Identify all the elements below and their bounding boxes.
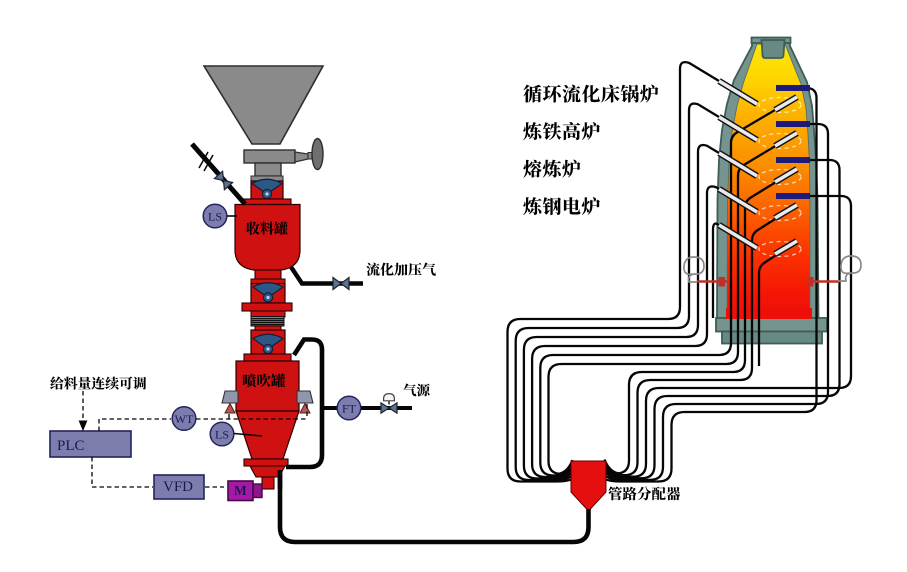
svg-text:WT: WT: [175, 412, 194, 426]
svg-text:VFD: VFD: [163, 479, 193, 495]
svg-text:M: M: [234, 483, 247, 498]
svg-text:LS: LS: [215, 427, 229, 441]
svg-text:LS: LS: [208, 209, 222, 223]
svg-text:PLC: PLC: [57, 438, 85, 454]
svg-text:FT: FT: [342, 401, 357, 415]
